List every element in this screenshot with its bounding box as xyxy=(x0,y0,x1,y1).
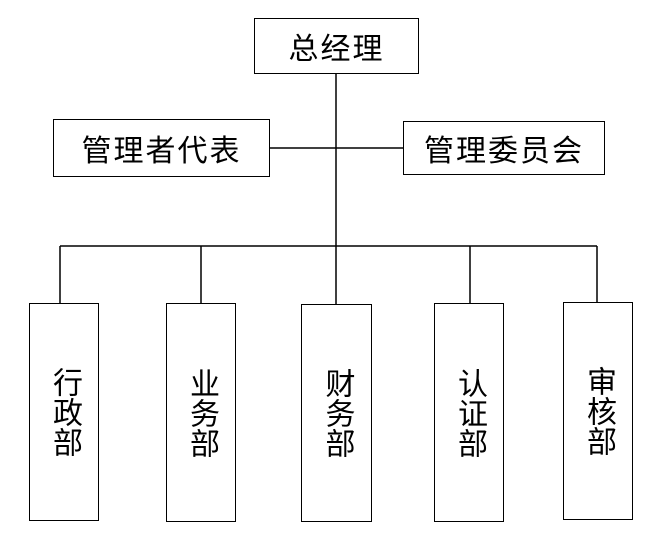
management-committee-box: 管理委员会 xyxy=(403,121,605,175)
management-representative-box: 管理者代表 xyxy=(53,119,270,177)
department-box-finance: 财务部 xyxy=(301,304,372,522)
department-box-audit: 审核部 xyxy=(563,302,633,520)
department-label-finance: 财务部 xyxy=(319,368,355,458)
department-label-certification: 认证部 xyxy=(452,367,487,458)
department-box-business: 业务部 xyxy=(166,303,236,522)
management-representative-label: 管理者代表 xyxy=(81,134,242,169)
general-manager-label: 总经理 xyxy=(288,32,385,67)
department-label-admin: 行政部 xyxy=(47,367,82,457)
department-label-audit: 审核部 xyxy=(581,366,616,456)
department-box-certification: 认证部 xyxy=(434,303,504,522)
management-committee-label: 管理委员会 xyxy=(424,134,584,169)
general-manager-box: 总经理 xyxy=(254,18,419,74)
department-box-admin: 行政部 xyxy=(29,303,99,521)
department-label-business: 业务部 xyxy=(184,367,219,458)
